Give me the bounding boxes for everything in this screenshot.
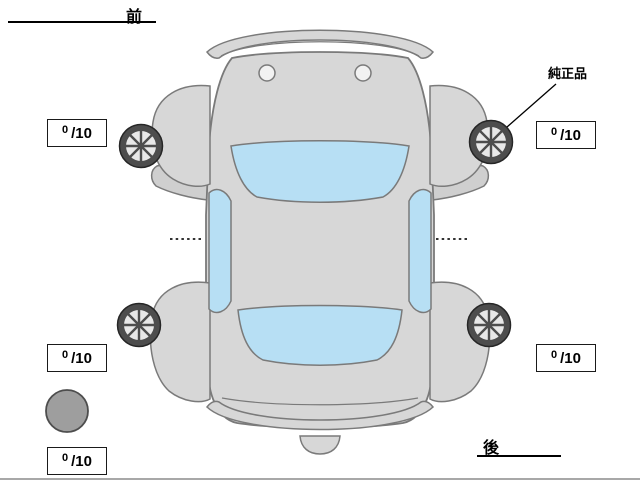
wheel-rear-right-icon bbox=[466, 302, 512, 348]
side-window-right bbox=[408, 188, 432, 314]
tread-value-spare: 0 bbox=[62, 452, 69, 464]
tread-depth-box-rear-right: 0 /10 bbox=[536, 344, 596, 372]
tread-depth-box-rear-left: 0 /10 bbox=[47, 344, 107, 372]
trunk-line bbox=[221, 397, 419, 406]
genuine-part-leader-line bbox=[506, 83, 557, 128]
front-bumper bbox=[205, 29, 435, 59]
rear-center-detail bbox=[299, 435, 341, 455]
front-underline bbox=[8, 21, 156, 23]
tread-depth-box-front-right: 0 /10 bbox=[536, 121, 596, 149]
tread-scale-front-left: /10 bbox=[71, 124, 92, 142]
tread-scale-spare: /10 bbox=[71, 452, 92, 470]
tread-value-front-right: 0 bbox=[551, 126, 558, 138]
car-body bbox=[205, 51, 435, 429]
side-window-left bbox=[208, 188, 232, 314]
rear-window bbox=[237, 304, 403, 366]
hood-detail-left bbox=[258, 64, 276, 82]
spare-tire-icon bbox=[45, 389, 89, 433]
tread-value-rear-left: 0 bbox=[62, 349, 69, 361]
tread-depth-box-front-left: 0 /10 bbox=[47, 119, 107, 147]
wheel-front-left-icon bbox=[118, 123, 164, 169]
hood-detail-right bbox=[354, 64, 372, 82]
tread-scale-rear-left: /10 bbox=[71, 349, 92, 367]
rear-label: 後 bbox=[483, 440, 500, 457]
genuine-part-label: 純正品 bbox=[548, 66, 588, 81]
front-bumper-accent-line bbox=[220, 41, 420, 57]
tread-value-rear-right: 0 bbox=[551, 349, 558, 361]
rear-fender-left bbox=[149, 281, 211, 403]
rear-underline bbox=[477, 455, 561, 457]
tread-value-front-left: 0 bbox=[62, 124, 69, 136]
front-label: 前 bbox=[126, 9, 143, 26]
tread-scale-front-right: /10 bbox=[560, 126, 581, 144]
tread-depth-box-spare: 0 /10 bbox=[47, 447, 107, 475]
wheel-rear-left-icon bbox=[116, 302, 162, 348]
windshield bbox=[230, 140, 410, 203]
rear-bumper bbox=[206, 400, 434, 431]
wheel-front-right-icon bbox=[468, 119, 514, 165]
tread-scale-rear-right: /10 bbox=[560, 349, 581, 367]
